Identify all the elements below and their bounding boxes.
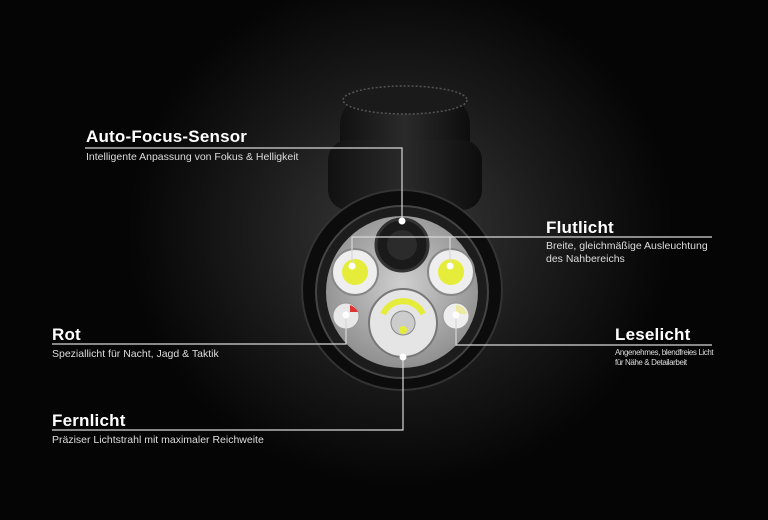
callout-dots xyxy=(342,217,460,361)
callout-title: Leselicht xyxy=(615,325,691,344)
callout-desc: Speziallicht für Nacht, Jagd & Taktik xyxy=(52,348,219,360)
callout-desc: Intelligente Anpassung von Fokus & Helli… xyxy=(86,151,299,163)
callout-flutlicht: Flutlicht Breite, gleichmäßige Ausleucht… xyxy=(546,218,726,266)
callout-fernlicht: Fernlicht Präziser Lichtstrahl mit maxim… xyxy=(52,411,264,447)
callout-desc-line2: für Nähe & Detailarbeit xyxy=(615,358,687,367)
callout-title: Rot xyxy=(52,325,81,344)
flood-led-left xyxy=(331,248,379,296)
callout-desc: Breite, gleichmäßige Ausleuchtung des Na… xyxy=(546,240,708,265)
flood-led-right xyxy=(427,248,475,296)
callout-title: Flutlicht xyxy=(546,218,614,237)
callout-lines xyxy=(52,147,712,431)
callout-title: Auto-Focus-Sensor xyxy=(86,127,248,146)
callout-autofocus: Auto-Focus-Sensor Intelligente Anpassung… xyxy=(86,127,298,164)
flashlight-neck xyxy=(328,140,482,210)
callout-desc: Präziser Lichtstrahl mit maximaler Reich… xyxy=(52,434,264,446)
callout-rot: Rot Speziallicht für Nacht, Jagd & Takti… xyxy=(52,325,219,361)
callout-leselicht: Leselicht Angenehmes, blendfreies Licht … xyxy=(615,325,714,368)
callout-desc-line1: Angenehmes, blendfreies Licht xyxy=(615,348,714,357)
callout-title: Fernlicht xyxy=(52,411,126,430)
